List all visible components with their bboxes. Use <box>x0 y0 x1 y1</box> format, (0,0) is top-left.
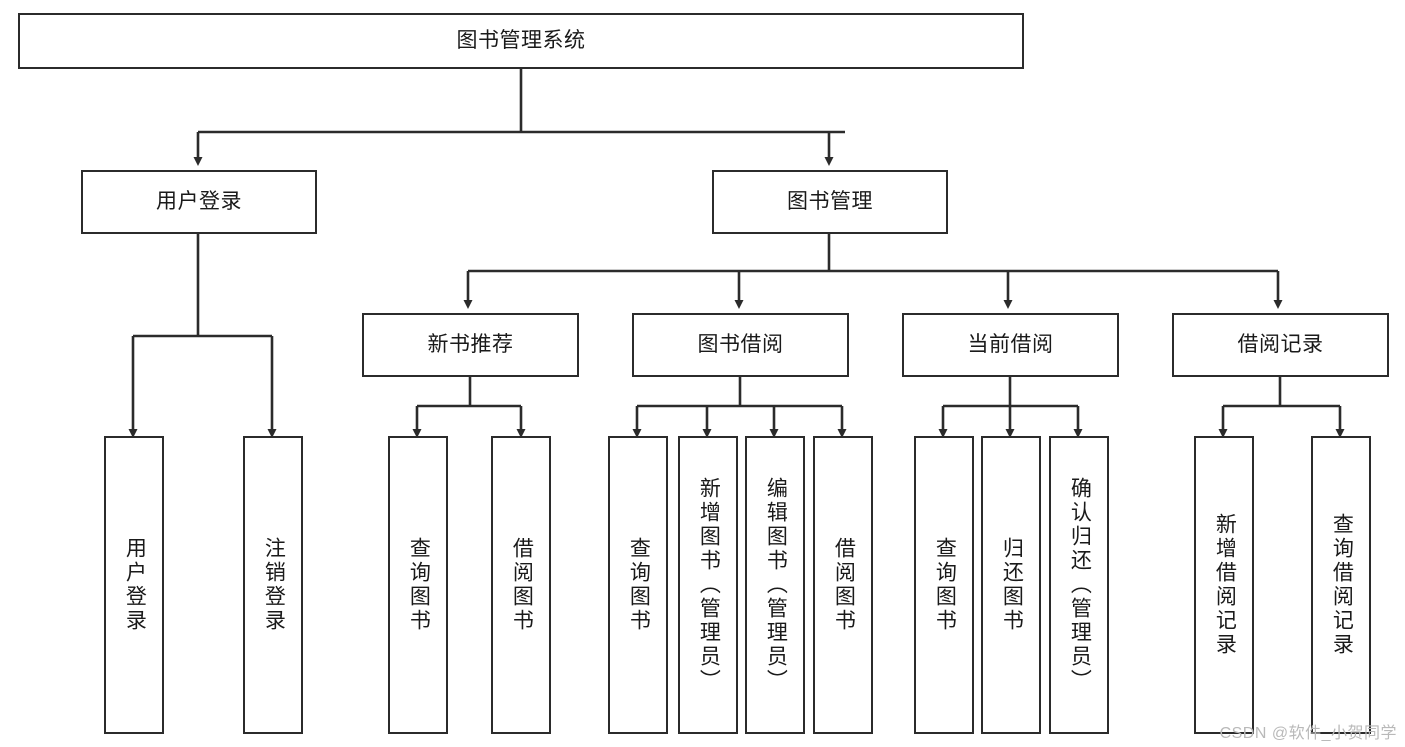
node-label: 借阅图书 <box>832 537 856 633</box>
node-label: 查询借阅记录 <box>1330 513 1354 657</box>
node-label: 图书借阅 <box>697 332 784 356</box>
node-label: 用户登录 <box>123 537 147 633</box>
node-leaf-borrow-book-borrow[interactable]: 借阅图书 <box>813 436 873 734</box>
node-label: 图书管理 <box>787 189 873 213</box>
node-label: 借阅记录 <box>1237 332 1324 356</box>
node-leaf-edit-book-admin[interactable]: 编辑图书（管理员） <box>745 436 805 734</box>
node-root-book-management-system[interactable]: 图书管理系统 <box>18 13 1024 69</box>
node-leaf-query-book-current[interactable]: 查询图书 <box>914 436 974 734</box>
node-leaf-user-login[interactable]: 用户登录 <box>104 436 164 734</box>
node-label: 查询图书 <box>407 537 431 633</box>
node-borrow-record[interactable]: 借阅记录 <box>1172 313 1389 377</box>
node-label: 新增图书（管理员） <box>697 477 721 693</box>
node-new-book-recommendation[interactable]: 新书推荐 <box>362 313 579 377</box>
node-label: 归还图书 <box>1000 537 1024 633</box>
node-leaf-query-borrow-record[interactable]: 查询借阅记录 <box>1311 436 1371 734</box>
node-book-manage[interactable]: 图书管理 <box>712 170 948 234</box>
node-leaf-return-book[interactable]: 归还图书 <box>981 436 1041 734</box>
node-label: 借阅图书 <box>510 537 534 633</box>
node-leaf-confirm-return-admin[interactable]: 确认归还（管理员） <box>1049 436 1109 734</box>
node-label: 当前借阅 <box>967 332 1054 356</box>
node-leaf-add-borrow-record[interactable]: 新增借阅记录 <box>1194 436 1254 734</box>
node-leaf-logout[interactable]: 注销登录 <box>243 436 303 734</box>
node-label: 新增借阅记录 <box>1213 513 1237 657</box>
node-current-borrow[interactable]: 当前借阅 <box>902 313 1119 377</box>
node-leaf-borrow-book-newbook[interactable]: 借阅图书 <box>491 436 551 734</box>
node-label: 图书管理系统 <box>456 28 586 52</box>
node-label: 编辑图书（管理员） <box>764 477 788 693</box>
node-leaf-add-book-admin[interactable]: 新增图书（管理员） <box>678 436 738 734</box>
node-label: 新书推荐 <box>427 332 514 356</box>
node-leaf-query-book-borrow[interactable]: 查询图书 <box>608 436 668 734</box>
node-label: 注销登录 <box>262 537 286 633</box>
node-label: 查询图书 <box>933 537 957 633</box>
node-book-borrow[interactable]: 图书借阅 <box>632 313 849 377</box>
node-leaf-query-book-newbook[interactable]: 查询图书 <box>388 436 448 734</box>
node-label: 用户登录 <box>156 189 242 213</box>
node-label: 查询图书 <box>627 537 651 633</box>
node-label: 确认归还（管理员） <box>1068 477 1092 693</box>
node-user-login[interactable]: 用户登录 <box>81 170 317 234</box>
